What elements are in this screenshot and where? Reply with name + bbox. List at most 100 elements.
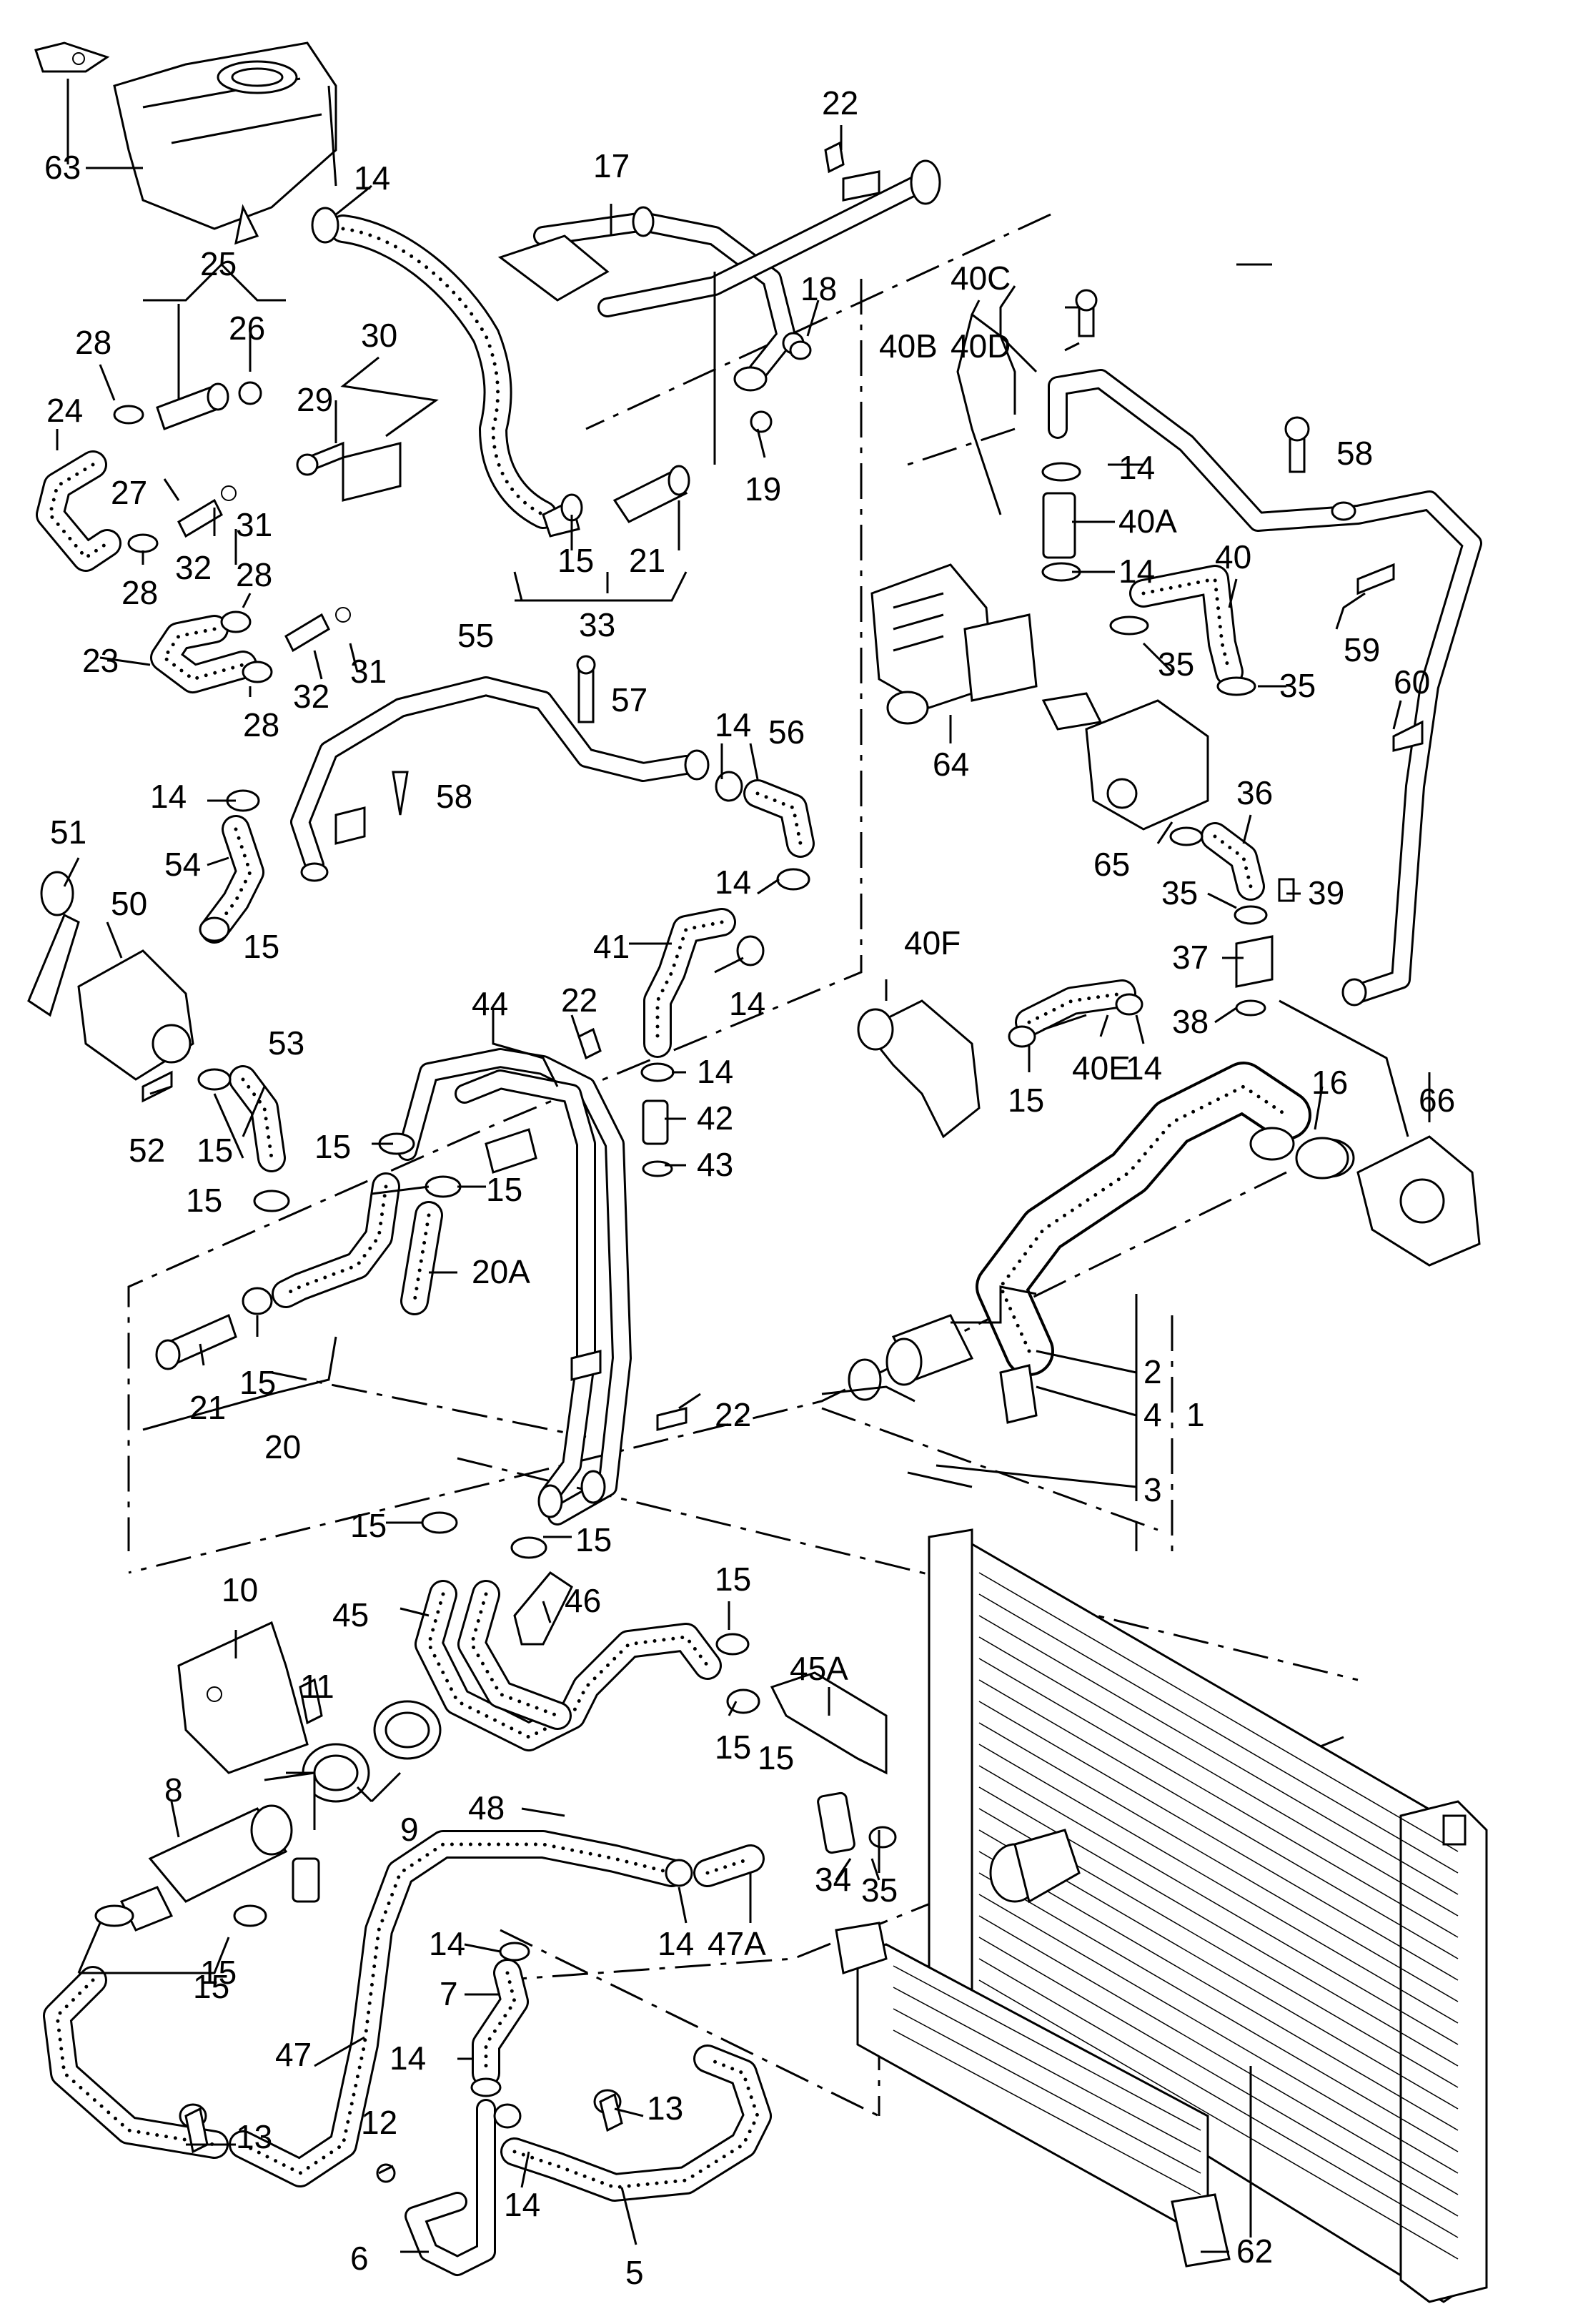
callout-15-45A: 15: [715, 1729, 751, 1766]
callout-15-45-right: 15: [575, 1521, 612, 1558]
hose-47: [229, 1830, 686, 2187]
callout-62: 62: [1236, 2232, 1273, 2270]
callout-29: 29: [297, 381, 333, 418]
callout-40F: 40F: [904, 924, 961, 961]
callout-19: 19: [745, 470, 781, 508]
pipe-40B: [1048, 369, 1482, 1007]
callout-leaders: [56, 79, 1431, 2253]
callout-14-41: 14: [729, 985, 765, 1022]
callout-24: 24: [46, 392, 83, 429]
hose-tank-to-y: [311, 207, 557, 529]
callout-20A: 20A: [472, 1253, 530, 1290]
callout-15-46: 15: [715, 1561, 751, 1598]
callout-14-40A-bottom: 14: [1118, 553, 1155, 590]
callout-22-top: 22: [822, 84, 858, 122]
hose-lower-left: [43, 1966, 229, 2159]
callout-5: 5: [625, 2254, 644, 2291]
pipe-44: [397, 1048, 632, 1526]
radiator-hose-1: [848, 1062, 1311, 1424]
callout-34: 34: [815, 1861, 851, 1898]
callout-53: 53: [268, 1024, 304, 1062]
callout-21-upper: 21: [629, 542, 665, 579]
auxiliary-pump-65: [1041, 692, 1209, 831]
callout-8: 8: [164, 1771, 183, 1809]
hose-40: [1129, 565, 1244, 686]
callout-58-upper: 58: [1336, 435, 1373, 472]
callout-14-5: 14: [504, 2186, 540, 2223]
callout-3: 3: [1143, 1471, 1162, 1508]
callout-27: 27: [111, 474, 147, 511]
callout-14-56: 14: [715, 864, 751, 901]
hose-20: [272, 1172, 400, 1308]
callout-1: 1: [1186, 1396, 1205, 1433]
callout-41: 41: [593, 928, 630, 965]
callout-14-7-top: 14: [429, 1925, 465, 1962]
callout-25: 25: [200, 245, 237, 282]
heater-valve-8: [119, 1771, 320, 1932]
callout-14-7-bottom: 14: [389, 2039, 426, 2077]
coolant-pump-50: [27, 871, 194, 1081]
callout-15-53-low: 15: [186, 1182, 222, 1219]
hose-34: [817, 1791, 855, 1854]
callout-12: 12: [361, 2104, 397, 2141]
callout-57: 57: [611, 681, 647, 718]
hose-clamps: [94, 405, 1356, 2129]
callout-11: 11: [300, 1668, 334, 1705]
callout-40E: 40E: [1072, 1049, 1131, 1087]
callout-63: 63: [44, 149, 81, 186]
bracket-46: [513, 1571, 573, 1646]
callout-14-55: 14: [715, 706, 751, 743]
callout-48: 48: [468, 1789, 505, 1826]
coolant-pipe-17: [497, 159, 941, 392]
hose-20A: [400, 1201, 443, 1315]
callout-2: 2: [1143, 1353, 1162, 1390]
callout-64: 64: [933, 746, 969, 783]
callout-16: 16: [1311, 1064, 1348, 1101]
hose-45A: [770, 1671, 888, 1775]
thermostat-housing-64: [870, 563, 1038, 725]
callout-14-40E: 14: [1126, 1049, 1162, 1087]
callout-43: 43: [697, 1146, 733, 1183]
hose-40E: [1015, 979, 1136, 1037]
callout-65: 65: [1093, 846, 1130, 883]
callout-51: 51: [50, 814, 86, 851]
hose-36: [1201, 822, 1274, 1017]
callout-28-upper: 28: [75, 324, 111, 361]
callout-35-lower: 35: [1161, 874, 1198, 911]
callout-22-lower: 22: [715, 1396, 751, 1433]
hose-54: [200, 815, 264, 944]
callout-36: 36: [1236, 774, 1273, 811]
callout-15-53: 15: [197, 1132, 233, 1169]
hose-7: [472, 1959, 529, 2087]
callout-35-34: 35: [861, 1871, 898, 1909]
connector-21-33: [542, 465, 690, 538]
callout-15-44-right: 15: [486, 1171, 522, 1208]
callout-26: 26: [229, 310, 265, 347]
callout-15-upper: 15: [557, 542, 594, 579]
hose-41: [642, 908, 736, 1177]
hose-23: [150, 615, 257, 693]
callout-54: 54: [164, 846, 201, 883]
hose-56: [743, 779, 815, 858]
callout-32-upper: 32: [175, 549, 212, 586]
callout-17: 17: [593, 147, 630, 184]
callout-59: 59: [1344, 631, 1380, 668]
expansion-tank: [34, 41, 337, 245]
callout-14-54: 14: [150, 778, 187, 815]
callout-37: 37: [1172, 939, 1209, 976]
callout-40D: 40D: [951, 327, 1011, 365]
callout-20: 20: [264, 1428, 301, 1465]
callout-58-lower: 58: [436, 778, 472, 815]
callout-7: 7: [440, 1975, 458, 2012]
callout-60: 60: [1394, 663, 1430, 701]
callout-66: 66: [1419, 1082, 1455, 1119]
callout-42: 42: [697, 1099, 733, 1137]
coolant-connector-66: [1249, 1127, 1481, 1267]
callout-15-40F: 15: [1008, 1082, 1044, 1119]
callout-40A: 40A: [1118, 503, 1177, 540]
callout-21-lower: 21: [189, 1389, 226, 1426]
pipe-6: [405, 2099, 496, 2276]
bracket-10: [177, 1621, 309, 1774]
callout-50: 50: [111, 885, 147, 922]
